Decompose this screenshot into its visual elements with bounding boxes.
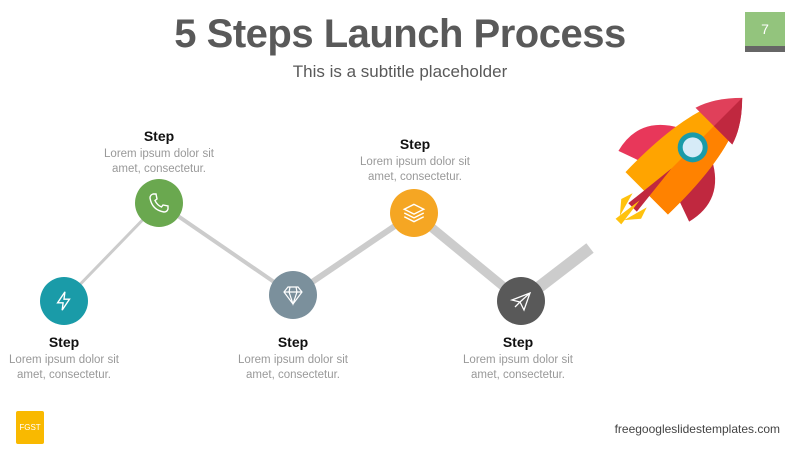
step-3: Step Lorem ipsum dolor sit amet, consecte… [223, 334, 363, 383]
rocket-icon [615, 97, 743, 225]
diamond-icon [283, 286, 303, 306]
step-2-circle [135, 179, 183, 227]
step-1: Step Lorem ipsum dolor sit amet, consecte… [0, 334, 134, 383]
step-1-title: Step [48, 334, 80, 350]
step-5-title: Step [502, 334, 534, 350]
step-3-title: Step [277, 334, 309, 350]
step-5-desc: Lorem ipsum dolor sit [463, 354, 573, 366]
phone-icon [149, 193, 169, 213]
paper-plane-icon [509, 291, 532, 312]
step-3-desc: Lorem ipsum dolor sit [238, 354, 348, 366]
step-4-title: Step [399, 136, 431, 152]
page-number-badge: 7 [745, 12, 785, 52]
step-5-circle [497, 277, 545, 325]
step-4: Step Lorem ipsum dolor sit amet, consecte… [345, 136, 485, 185]
page-title: 5 Steps Launch Process [174, 12, 626, 56]
step-5: Step Lorem ipsum dolor sit amet, consecte… [448, 334, 588, 383]
page-subtitle: This is a subtitle placeholder [292, 62, 508, 81]
step-3-desc-2: amet, consectetur. [246, 369, 340, 381]
step-2-desc: Lorem ipsum dolor sit [104, 148, 214, 160]
step-3-circle [269, 271, 317, 319]
step-5-desc-2: amet, consectetur. [471, 369, 565, 381]
website-link[interactable]: freegoogleslidestemplates.com [614, 422, 780, 436]
step-2-title: Step [143, 128, 175, 144]
step-4-desc: Lorem ipsum dolor sit [360, 156, 470, 168]
step-1-desc: Lorem ipsum dolor sit [9, 354, 119, 366]
layers-icon [402, 203, 426, 223]
step-4-desc-2: amet, consectetur. [368, 171, 462, 183]
lightning-icon [56, 291, 71, 311]
step-2-desc-2: amet, consectetur. [112, 163, 206, 175]
step-4-circle [390, 189, 438, 237]
fgst-logo: FGST [16, 411, 44, 444]
step-1-circle [40, 277, 88, 325]
step-1-desc-2: amet, consectetur. [17, 369, 111, 381]
step-2: Step Lorem ipsum dolor sit amet, consecte… [89, 128, 229, 177]
